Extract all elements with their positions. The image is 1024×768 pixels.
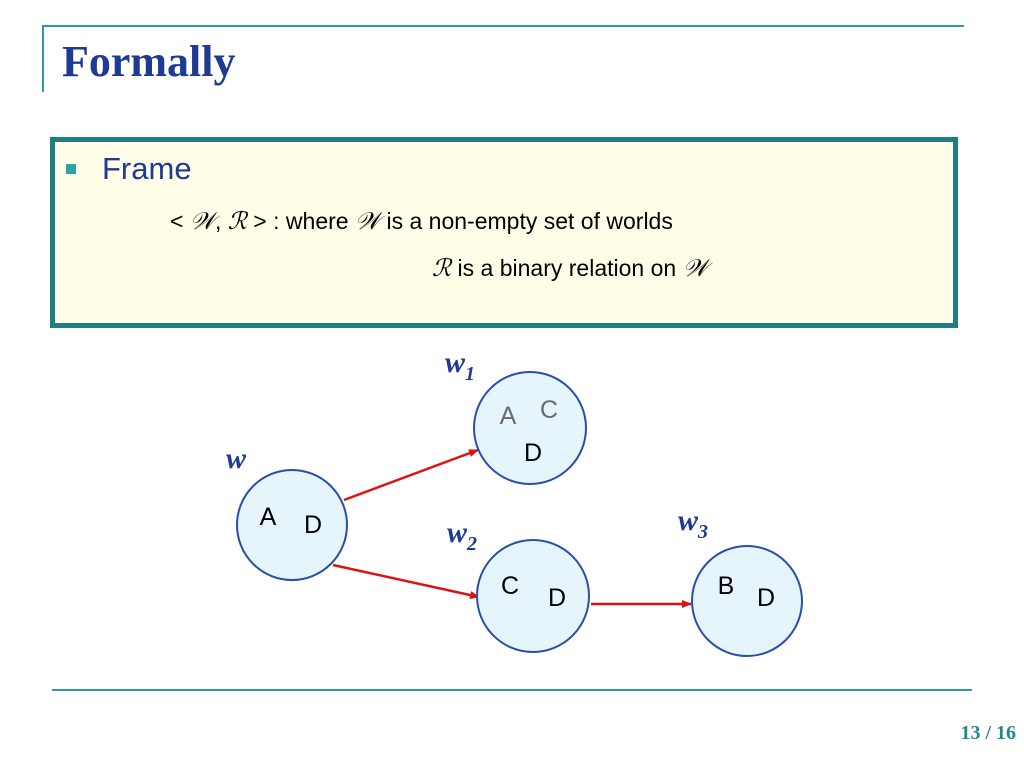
world-label-sub: 2 xyxy=(466,533,477,555)
world-prop: C xyxy=(501,572,519,600)
world-circle xyxy=(236,469,348,581)
world-node-w1: A C D xyxy=(473,371,587,485)
world-node-w: A D xyxy=(236,469,348,581)
world-node-w3: B D xyxy=(691,545,803,657)
square-bullet-icon xyxy=(66,164,76,174)
worlds-description: is a non-empty set of worlds xyxy=(380,208,673,234)
world-prop: A xyxy=(260,503,277,531)
world-prop: D xyxy=(548,584,566,612)
world-label-w2: w2 xyxy=(447,516,477,555)
world-node-w2: C D xyxy=(476,539,590,653)
world-label-w3: w3 xyxy=(678,504,708,543)
world-prop: D xyxy=(304,511,322,539)
world-prop: C xyxy=(540,396,558,424)
close-where: > : where xyxy=(246,208,355,234)
edge-w-to-w1 xyxy=(343,448,479,502)
frame-definition-line-1: < 𝒲, ℛ > : where 𝒲 is a non-empty set of… xyxy=(170,207,673,236)
world-circle xyxy=(691,545,803,657)
comma: , xyxy=(214,208,228,234)
world-circle xyxy=(476,539,590,653)
world-label-sub: 3 xyxy=(697,521,708,543)
world-label-main: w xyxy=(226,442,247,475)
world-label-w1: w1 xyxy=(445,346,475,385)
footer-rule xyxy=(52,689,972,691)
world-label-sub: 1 xyxy=(465,363,475,385)
frame-heading: Frame xyxy=(102,151,192,186)
world-circle xyxy=(473,371,587,485)
frame-definition-box xyxy=(50,137,958,328)
title-accent-bar xyxy=(42,26,44,92)
world-label-main: w xyxy=(447,516,468,549)
world-label-main: w xyxy=(445,346,466,379)
world-label-main: w xyxy=(678,504,699,537)
relation-symbol: ℛ xyxy=(227,207,247,235)
world-prop: B xyxy=(718,572,735,600)
title-top-rule xyxy=(42,25,964,27)
worlds-symbol: 𝒲 xyxy=(189,207,215,235)
worlds-symbol-2: 𝒲 xyxy=(354,207,381,235)
relation-symbol-2: ℛ xyxy=(432,254,452,282)
world-prop: D xyxy=(757,584,775,612)
open-angle: < xyxy=(170,208,190,234)
frame-definition-line-2: ℛ is a binary relation on 𝒲 xyxy=(432,254,708,283)
world-prop: D xyxy=(524,439,542,467)
worlds-symbol-3: 𝒲 xyxy=(682,254,708,282)
relation-description: is a binary relation on xyxy=(451,255,683,281)
world-label-w: w xyxy=(226,442,247,475)
world-prop: A xyxy=(500,402,517,430)
edge-w-to-w2 xyxy=(332,563,480,599)
page-number: 13 / 16 xyxy=(960,722,1016,744)
slide-title: Formally xyxy=(62,37,236,86)
